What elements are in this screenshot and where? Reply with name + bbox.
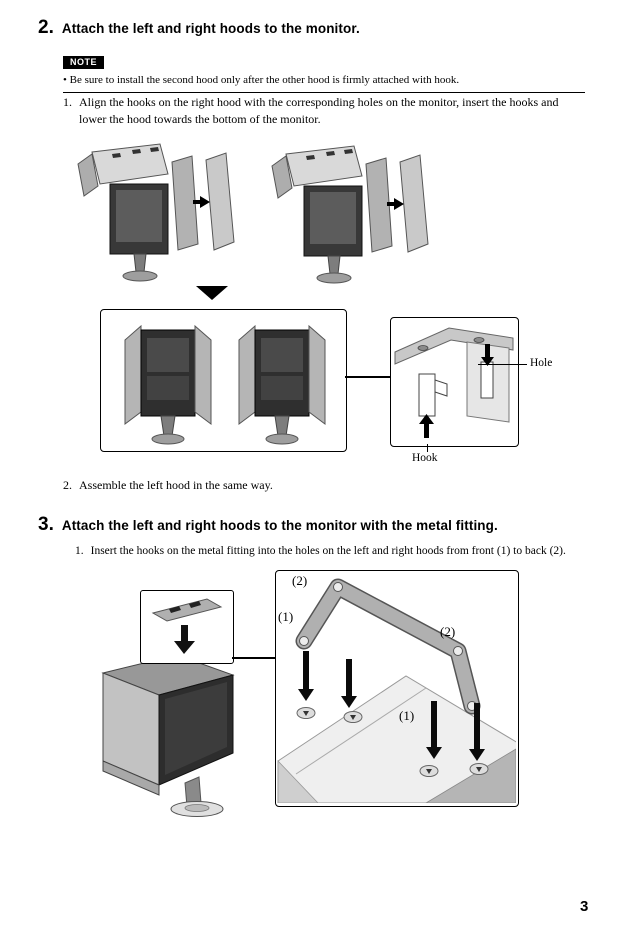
callout-front-left: (1): [278, 609, 294, 624]
substep-3-1-number: 1.: [75, 545, 84, 557]
connector-line: [345, 376, 390, 378]
hook-detail-box: [390, 317, 519, 447]
metal-fitting-drawing: [151, 598, 223, 654]
substep-2-1-text: Align the hooks on the right hood with t…: [79, 95, 559, 127]
page-number: 3: [580, 898, 589, 915]
fitting-detail-drawing: [277, 578, 516, 803]
hook-callout-line: [427, 444, 428, 452]
hook-detail-drawing: [394, 327, 514, 438]
substep-2-2-text: Assemble the left hood in the same way.: [79, 478, 273, 492]
step-2-title: Attach the left and right hoods to the m…: [61, 21, 360, 36]
metal-fitting-box: [140, 590, 234, 664]
assembled-hoods-box: [100, 309, 347, 452]
monitor-hood-illustration: [101, 654, 235, 817]
assembled-hoods-drawing: [124, 325, 326, 445]
substep-3-1-text: Insert the hooks on the metal fitting in…: [90, 545, 566, 557]
note-divider: [63, 92, 585, 94]
down-arrow-icon: [196, 286, 228, 300]
substep-3-1: 1. Insert the hooks on the metal fitting…: [75, 543, 595, 560]
substep-2-1-number: 1.: [63, 95, 72, 109]
note-text: • Be sure to install the second hood onl…: [63, 74, 460, 86]
hook-label: Hook: [412, 452, 438, 464]
note-badge: NOTE: [63, 56, 105, 69]
step-2-number: 2.: [38, 17, 54, 38]
hole-label: Hole: [530, 357, 553, 369]
callout-back-right: (2): [440, 624, 456, 639]
substep-2-2-number: 2.: [63, 478, 72, 492]
connector-line-2: [232, 657, 275, 659]
fitting-arrow-icons: [298, 651, 485, 761]
step-3-number: 3.: [38, 514, 54, 535]
exploded-hoods-illustration: [77, 143, 429, 284]
callout-front-right: (1): [399, 708, 415, 723]
step-2-heading: 2. Attach the left and right hoods to th…: [38, 17, 360, 39]
substep-2-2: 2. Assemble the left hood in the same wa…: [63, 477, 563, 494]
callout-back-left: (2): [292, 573, 308, 588]
hole-callout-line: [478, 364, 527, 365]
step-3-heading: 3. Attach the left and right hoods to th…: [38, 514, 498, 536]
fitting-detail-box: [275, 570, 519, 807]
step-3-title: Attach the left and right hoods to the m…: [61, 518, 498, 533]
note-block: NOTE • Be sure to install the second hoo…: [63, 52, 585, 94]
substep-2-1: 1. Align the hooks on the right hood wit…: [63, 94, 579, 129]
hole-markers: [296, 707, 489, 777]
